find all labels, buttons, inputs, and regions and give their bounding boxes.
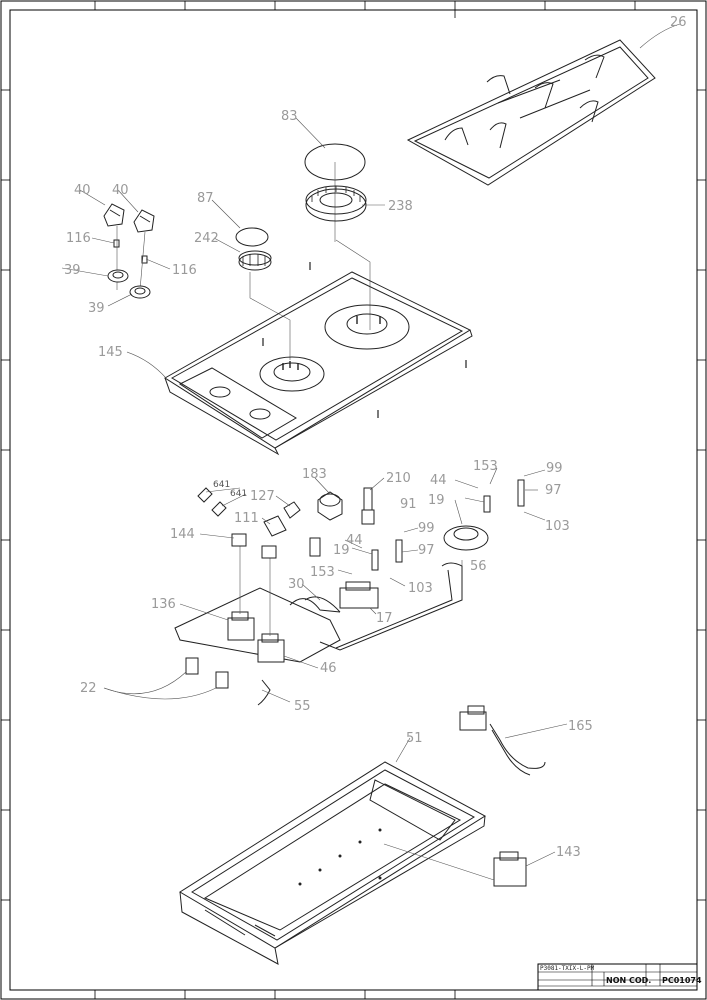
knob-left <box>103 203 125 227</box>
knob-right <box>133 209 155 233</box>
label-103-b: 103 <box>408 581 433 596</box>
title-block-non-cod: NON COD. <box>606 976 651 985</box>
label-83: 83 <box>281 109 298 124</box>
label-210: 210 <box>386 471 411 486</box>
large-burner-cap <box>304 143 366 242</box>
manifold-144 <box>231 533 321 559</box>
valve-brackets-22 <box>185 657 229 689</box>
small-burner-cap <box>235 227 269 247</box>
label-99-b: 99 <box>418 521 435 536</box>
label-44-a: 44 <box>430 473 447 488</box>
burner-cup-91 <box>443 525 489 551</box>
gas-rail-tube <box>174 587 341 706</box>
label-19-a: 19 <box>428 493 445 508</box>
bezel-right <box>129 285 151 299</box>
bracket-111 <box>263 515 287 537</box>
gas-pipe-30 <box>289 598 341 613</box>
valve-assembly-136 <box>227 540 255 641</box>
label-39-right: 39 <box>88 301 105 316</box>
label-153-a: 153 <box>473 459 498 474</box>
large-burner-crown <box>305 185 371 330</box>
leader-lines <box>61 23 681 867</box>
valve-assembly-46 <box>257 550 285 663</box>
label-97-b: 97 <box>418 543 435 558</box>
label-97-a: 97 <box>545 483 562 498</box>
label-145: 145 <box>98 345 123 360</box>
label-40-right: 40 <box>112 183 129 198</box>
title-block-part-code: PC01074 <box>662 976 702 985</box>
label-17: 17 <box>376 611 393 626</box>
label-44-b: 44 <box>346 533 363 548</box>
label-116-right: 116 <box>172 263 197 278</box>
thermocouple-97-a <box>517 479 525 507</box>
electrode-19-b <box>371 549 379 571</box>
bezel-left <box>107 269 129 283</box>
label-144: 144 <box>170 527 195 542</box>
label-39-left: 39 <box>64 263 81 278</box>
bracket-143 <box>383 843 527 887</box>
label-26: 26 <box>670 15 687 30</box>
label-56: 56 <box>470 559 487 574</box>
label-641-b: 641 <box>230 489 247 499</box>
electrode-210 <box>361 487 375 525</box>
thermocouple-clip-a <box>197 487 213 503</box>
bottom-tray <box>179 761 486 965</box>
label-136: 136 <box>151 597 176 612</box>
gas-pipe-56 <box>319 562 463 651</box>
label-127: 127 <box>250 489 275 504</box>
label-238: 238 <box>388 199 413 214</box>
label-87: 87 <box>197 191 214 206</box>
label-91: 91 <box>400 497 417 512</box>
bracket-127 <box>283 501 301 519</box>
label-165: 165 <box>568 719 593 734</box>
label-19-b: 19 <box>333 543 350 558</box>
electrode-19-a <box>483 495 491 513</box>
label-111: 111 <box>234 511 259 526</box>
small-burner-crown <box>238 250 291 360</box>
label-641-a: 641 <box>213 480 230 490</box>
callout-labels: 26 83 238 87 242 40 40 116 116 39 39 145… <box>64 15 687 860</box>
label-183: 183 <box>302 467 327 482</box>
pan-support <box>406 39 656 186</box>
label-153-b: 153 <box>310 565 335 580</box>
label-143: 143 <box>556 845 581 860</box>
label-46: 46 <box>320 661 337 676</box>
label-103-a: 103 <box>545 519 570 534</box>
label-116-left: 116 <box>66 231 91 246</box>
label-51: 51 <box>406 731 423 746</box>
elbow-connector-183 <box>317 491 343 521</box>
hob-top-plate <box>164 262 473 456</box>
title-block: P3081-TXIX-L-PM NON COD. PC01074 <box>537 963 702 991</box>
spring-right <box>139 231 148 291</box>
valve-body-17 <box>339 581 379 609</box>
spark-generator-165 <box>459 705 546 776</box>
label-40-left: 40 <box>74 183 91 198</box>
title-block-drawing-code: P3081-TXIX-L-PM <box>540 965 595 972</box>
label-99-a: 99 <box>546 461 563 476</box>
thermocouple-clip-b <box>211 501 227 517</box>
label-55: 55 <box>294 699 311 714</box>
label-30: 30 <box>288 577 305 592</box>
label-242: 242 <box>194 231 219 246</box>
thermocouple-97-b <box>395 539 403 563</box>
label-22: 22 <box>80 681 97 696</box>
